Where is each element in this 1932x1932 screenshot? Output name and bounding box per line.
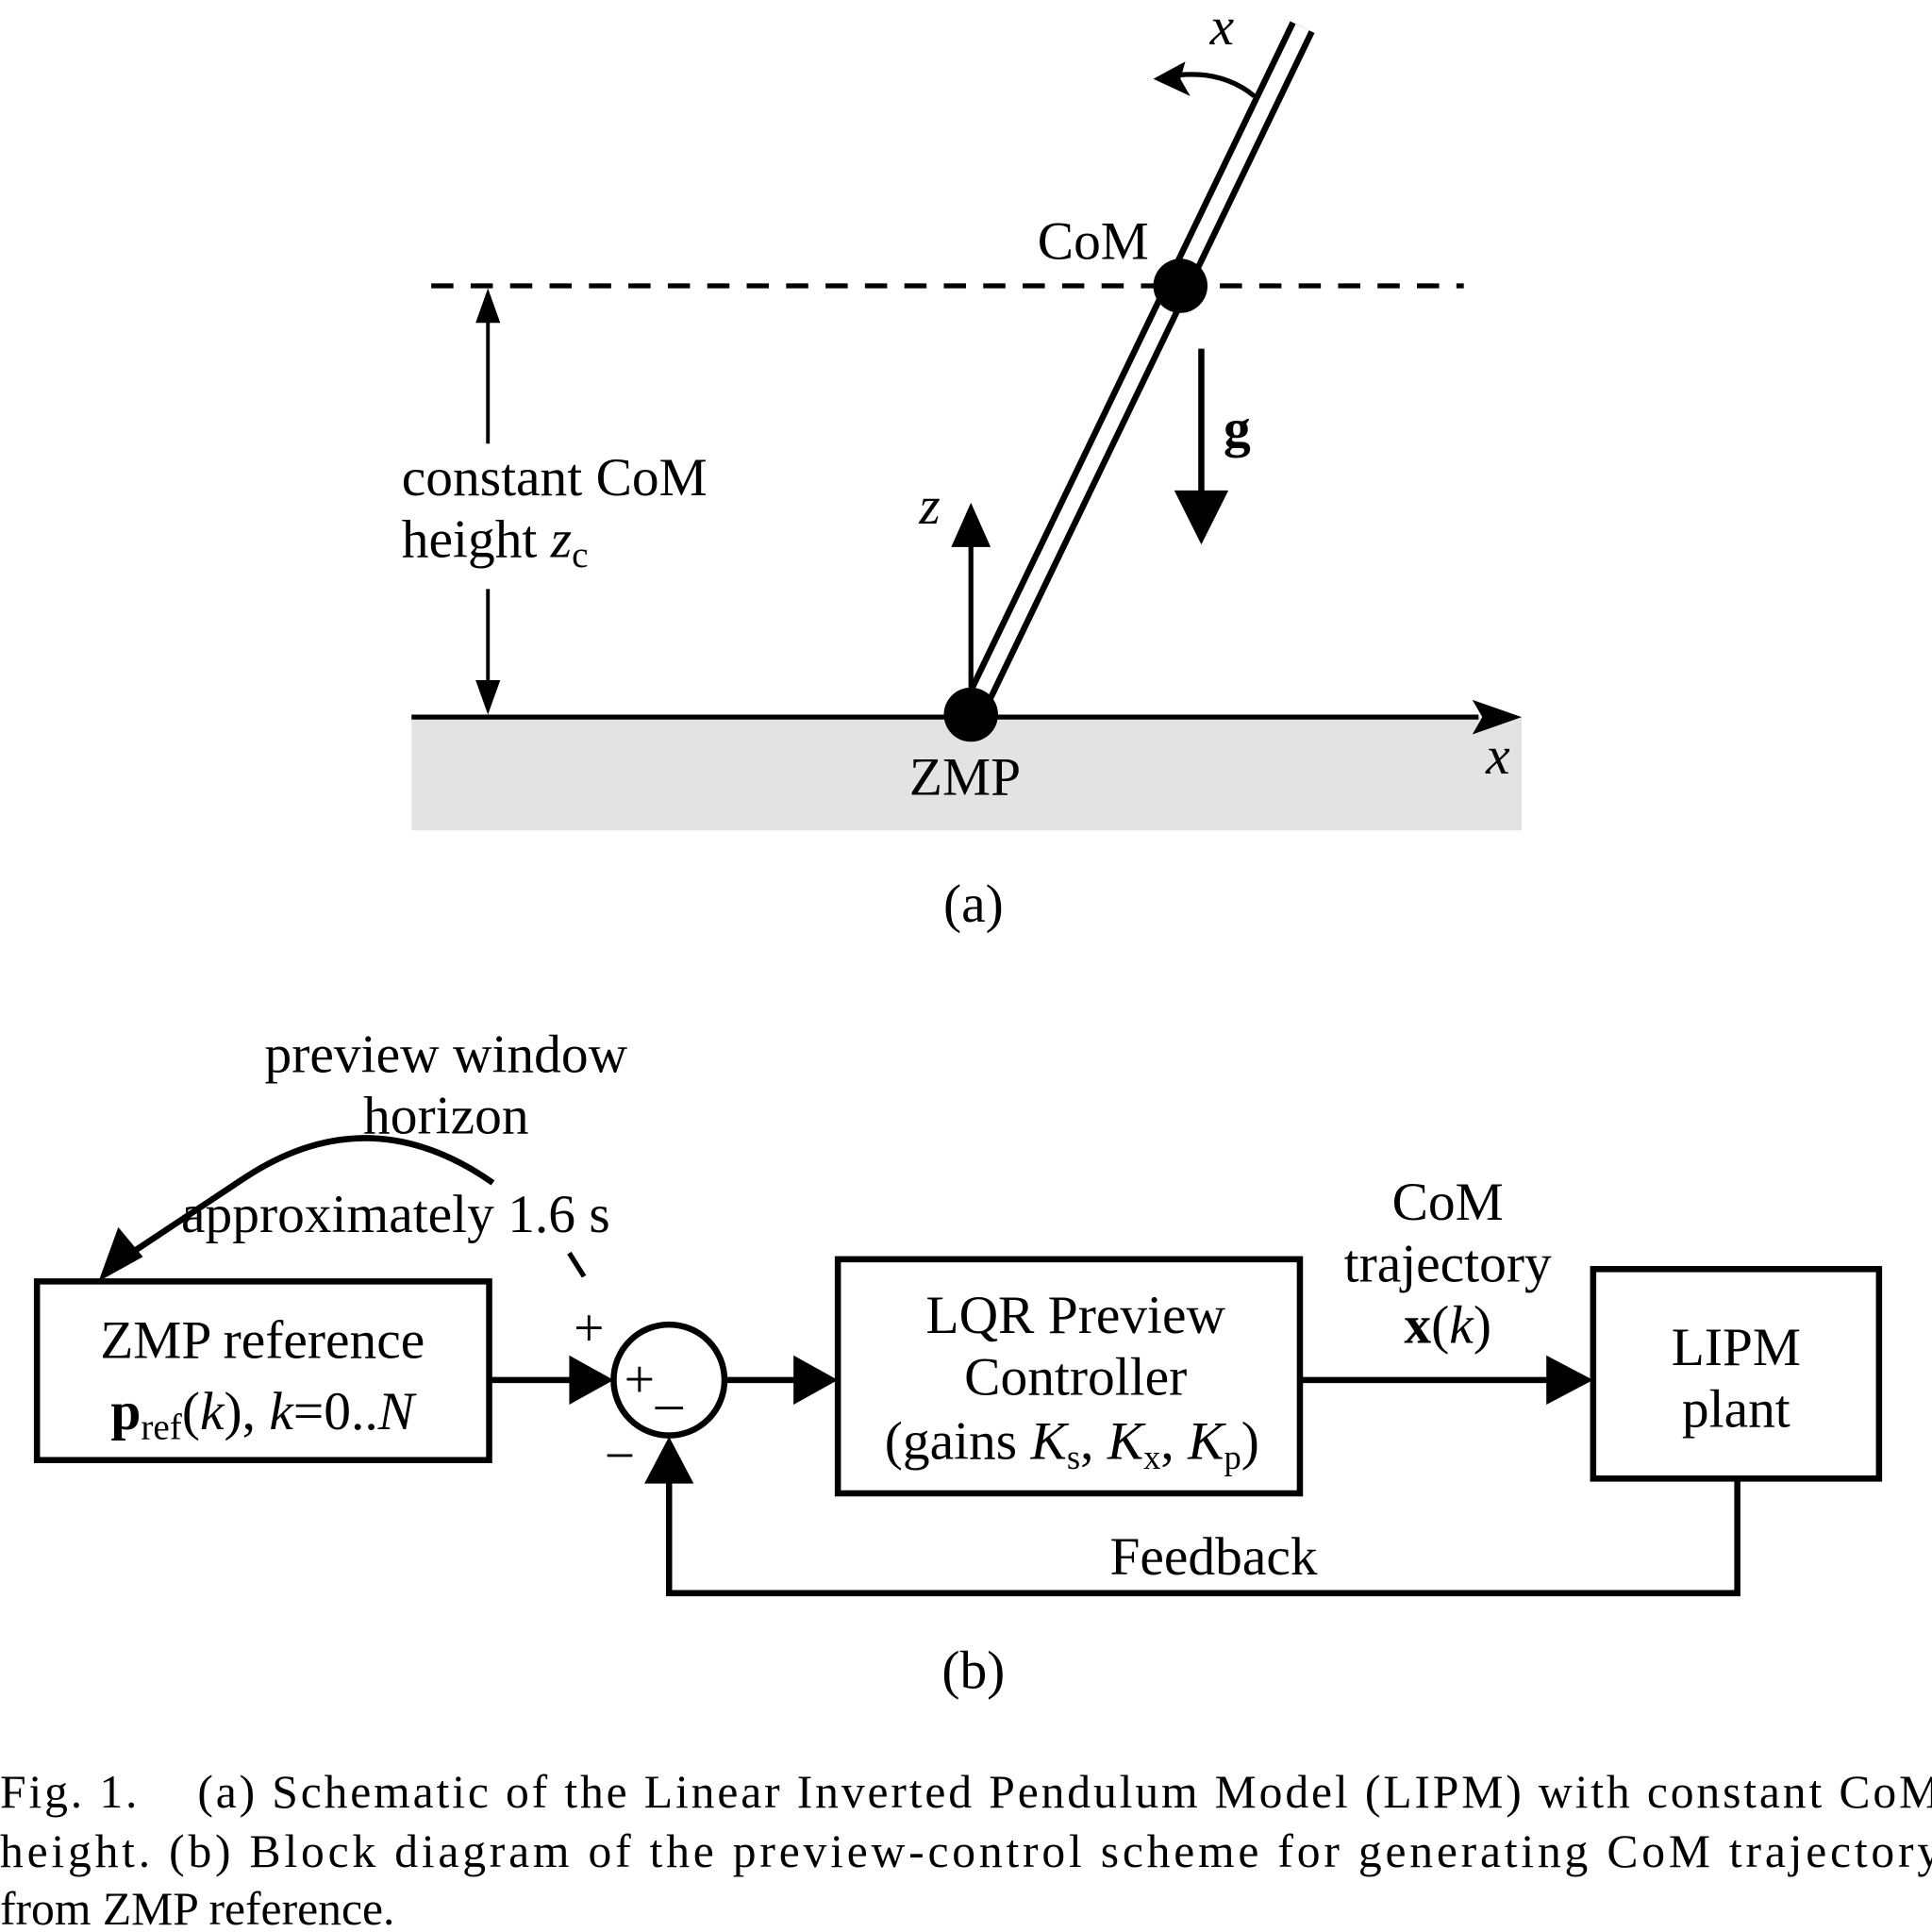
sum-inner-plus: + xyxy=(625,1350,655,1409)
height-arrowhead-down xyxy=(475,679,501,715)
preview-label-line2: horizon xyxy=(363,1087,529,1146)
z-axis-label: z xyxy=(918,476,940,536)
feedback-path xyxy=(665,1478,1740,1597)
feedback-label: Feedback xyxy=(1109,1527,1317,1587)
figure-caption: Fig. 1. (a) Schematic of the Linear Inve… xyxy=(0,1766,1932,1932)
preview-arrowhead xyxy=(98,1226,143,1282)
feedback-arrowhead xyxy=(644,1436,694,1484)
height-label-line2: height zc xyxy=(402,509,589,575)
pendulum-rod xyxy=(958,21,1315,721)
height-arrowhead-up xyxy=(475,288,501,324)
preview-label-line3: approximately 1.6 s xyxy=(181,1185,610,1244)
caption-line2: height. (b) Block diagram of the preview… xyxy=(0,1825,1932,1877)
preview-tick xyxy=(567,1251,587,1278)
zmp-block-line1: ZMP reference xyxy=(100,1310,425,1370)
lqr-controller-block xyxy=(834,1256,1304,1497)
height-label-line1: constant CoM xyxy=(402,448,708,508)
panel-a-label: (a) xyxy=(943,874,1004,934)
com-label: CoM xyxy=(1038,211,1149,271)
minus-sign: − xyxy=(605,1426,635,1486)
controller-arrowhead xyxy=(793,1355,839,1405)
caption-line3: from ZMP reference. xyxy=(0,1883,394,1932)
zmp-block-line2: pref(k), k=0..N xyxy=(110,1382,416,1447)
com-point xyxy=(1153,258,1208,313)
trajectory-line1: CoM xyxy=(1392,1173,1504,1232)
rotation-label: x xyxy=(1209,0,1235,57)
panel-b: preview window horizon approximately 1.6… xyxy=(33,1024,1883,1700)
trajectory-line3: x(k) xyxy=(1404,1296,1491,1356)
lqr-line2: Controller xyxy=(964,1348,1187,1407)
summing-junction xyxy=(610,1321,728,1439)
panel-b-label: (b) xyxy=(941,1641,1005,1700)
lqr-line3: (gains Ks, Kx, Kp) xyxy=(885,1411,1259,1475)
plant-line2: plant xyxy=(1682,1379,1790,1439)
plant-line1: LIPM xyxy=(1672,1318,1801,1377)
trajectory-line2: trajectory xyxy=(1344,1234,1552,1293)
lqr-line1: LQR Preview xyxy=(925,1286,1225,1345)
preview-label-line1: preview window xyxy=(265,1024,628,1084)
plus-sign: + xyxy=(574,1298,604,1357)
ref-arrowhead xyxy=(569,1355,614,1405)
gravity-arrowhead xyxy=(1174,490,1229,545)
rotation-arrowhead xyxy=(1153,61,1191,96)
sum-inner-minus: _ xyxy=(655,1355,684,1414)
z-axis-arrowhead xyxy=(951,502,991,547)
zmp-label: ZMP xyxy=(909,747,1021,807)
gravity-label: g xyxy=(1224,399,1251,458)
zmp-reference-block xyxy=(33,1278,492,1464)
zmp-point xyxy=(943,687,998,742)
caption-line1: Fig. 1. (a) Schematic of the Linear Inve… xyxy=(0,1766,1932,1818)
x-axis-arrowhead xyxy=(1472,699,1523,735)
preview-arrow xyxy=(124,1135,495,1259)
x-axis-label: x xyxy=(1485,726,1510,786)
panel-a: x CoM ZMP x constant CoM height zc z g (… xyxy=(402,0,1523,934)
plant-arrowhead xyxy=(1546,1355,1593,1405)
